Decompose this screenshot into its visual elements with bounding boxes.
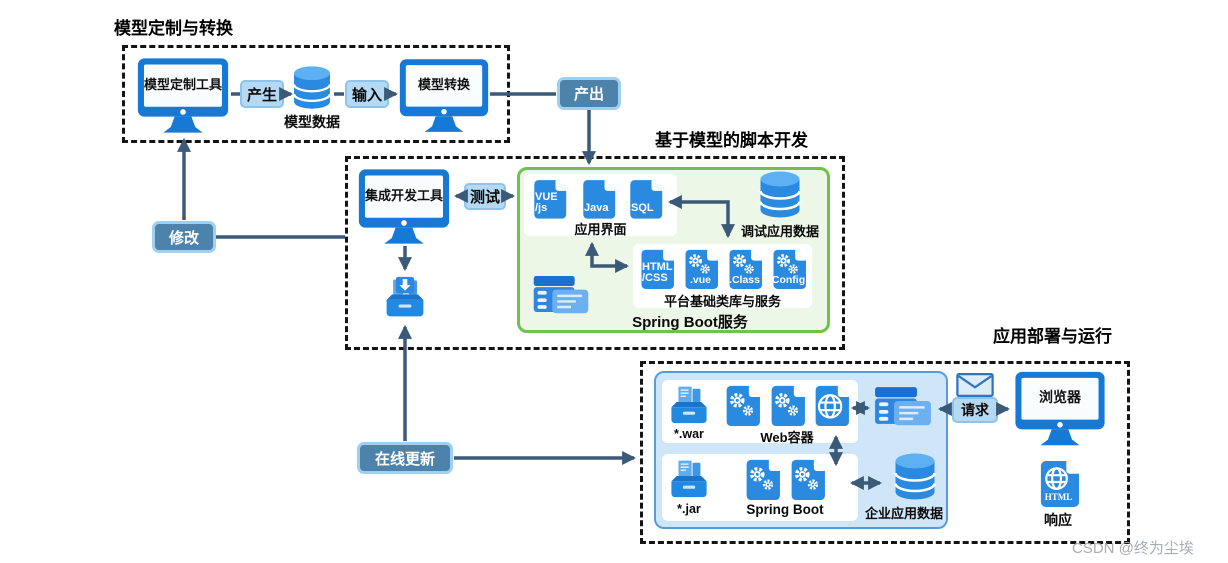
monitor-ide-label: 集成开发工具	[364, 188, 443, 204]
html-response-icon: HTML	[1037, 460, 1080, 507]
section1-title: 模型定制与转换	[114, 19, 233, 38]
monitor-icon	[399, 59, 489, 132]
web-container-label: Web容器	[760, 430, 814, 445]
gear-file-class-icon: .Class	[726, 249, 763, 289]
platform-label: 平台基础类库与服务	[663, 294, 781, 309]
monitor-model-tool: 模型定制工具	[136, 56, 230, 136]
monitor-browser-label: 浏览器	[1039, 389, 1081, 406]
section2-title: 基于模型的脚本开发	[655, 131, 808, 150]
inbox-download-icon	[382, 274, 428, 322]
request-label: 请求	[952, 397, 998, 423]
jar-label: *.jar	[677, 502, 701, 516]
springboot-service-label: Spring Boot服务	[632, 314, 748, 331]
response-label: 响应	[1044, 512, 1072, 528]
gear-file-icon	[767, 385, 807, 426]
file-vuejs-icon: VUE/js	[531, 179, 567, 219]
gear-file-icon	[722, 385, 762, 426]
file-sql-text: SQL	[631, 202, 654, 215]
monitor-model-tool-label: 模型定制工具	[143, 77, 222, 93]
file-htmlcss-icon: HTML/CSS	[638, 249, 675, 289]
watermark: CSDN @终为尘埃	[1072, 540, 1194, 557]
monitor-model-convert: 模型转换	[398, 56, 490, 136]
output-button: 产出	[557, 77, 621, 110]
globe-file-icon	[811, 385, 851, 426]
database-enterprise-label: 企业应用数据	[864, 506, 943, 521]
section3-title: 应用部署与运行	[993, 327, 1112, 346]
file-sql-icon: SQL	[627, 179, 663, 219]
file-htmlcss-text: HTML/CSS	[642, 260, 673, 285]
springboot-label: Spring Boot	[746, 502, 824, 517]
app-ui-label: 应用界面	[574, 222, 627, 237]
war-label: *.war	[674, 427, 704, 441]
gear-file-vue-caption: .vue	[689, 274, 711, 286]
monitor-ide: 集成开发工具	[357, 167, 451, 247]
html-badge: HTML	[1044, 492, 1073, 502]
produce-label: 产生	[240, 80, 284, 108]
database-enterprise-icon	[884, 452, 946, 502]
database-model-label: 模型数据	[284, 114, 340, 130]
gear-file-config-caption: Config	[771, 274, 806, 286]
file-vuejs-text: VUE/js	[535, 190, 558, 215]
gear-file-vue-icon: .vue	[682, 249, 719, 289]
section3-dashed-box	[640, 361, 1130, 544]
database-model-icon	[289, 64, 335, 112]
monitor-icon	[358, 169, 450, 244]
monitor-browser: 浏览器	[1012, 370, 1108, 448]
server-stack-icon	[530, 271, 592, 317]
database-debug-icon	[755, 170, 805, 220]
archive-war-icon	[667, 385, 711, 426]
test-label: 测试	[464, 183, 506, 210]
gear-file-config-icon: Config	[770, 249, 807, 289]
gear-file-class-caption: .Class	[729, 274, 760, 286]
monitor-icon	[1015, 371, 1105, 446]
server-stack-icon	[871, 382, 935, 429]
file-java-text: Java	[584, 202, 609, 215]
monitor-model-convert-label: 模型转换	[417, 77, 470, 93]
modify-button: 修改	[152, 221, 216, 253]
envelope-icon	[956, 373, 994, 397]
archive-jar-icon	[667, 459, 711, 500]
input-label: 输入	[345, 80, 389, 108]
online-update-button: 在线更新	[357, 442, 453, 474]
gear-file-icon	[787, 459, 827, 500]
database-debug-label: 调试应用数据	[740, 224, 819, 239]
gear-file-icon	[742, 459, 782, 500]
monitor-icon	[137, 58, 229, 133]
file-java-icon: Java	[580, 179, 616, 219]
